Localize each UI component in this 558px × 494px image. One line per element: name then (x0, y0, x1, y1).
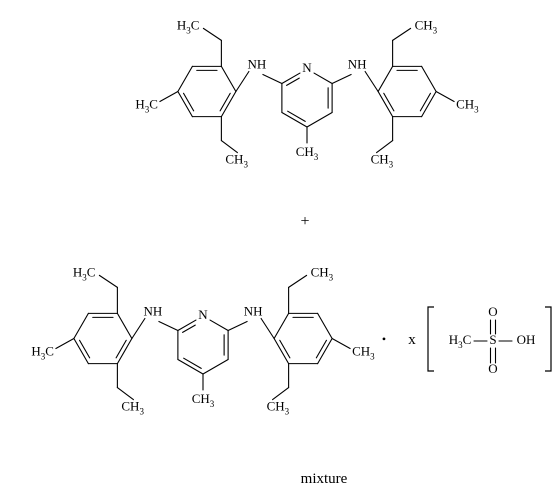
methyl-label: CH3 (121, 399, 144, 417)
bond-line (73, 312, 89, 340)
acid-sulfur-label: S (489, 332, 496, 347)
double-bond-line (315, 339, 328, 359)
double-bond-line (182, 324, 196, 333)
bond-line (158, 320, 179, 332)
bond-line (331, 337, 351, 350)
bond-line (131, 317, 146, 340)
methyl-label: CH3 (296, 144, 319, 162)
methyl-label: H3C (73, 264, 96, 282)
bond-line (377, 65, 394, 93)
bond-line (377, 90, 394, 118)
methyl-label: H3C (177, 17, 200, 35)
bond-line (98, 274, 118, 288)
bond-line (220, 140, 238, 154)
methyl-label: CH3 (267, 399, 290, 417)
bond-line (177, 319, 197, 332)
double-bond-line (115, 339, 127, 359)
bond-line (288, 274, 308, 288)
bond-line (55, 337, 75, 350)
bond-line (177, 90, 193, 118)
bond-line (262, 73, 283, 85)
bond-line (159, 90, 179, 103)
methyl-label: CH3 (456, 96, 479, 114)
bond-line (331, 73, 352, 85)
multiplication-dot: • (382, 332, 386, 346)
bond-line (392, 27, 412, 41)
double-bond-line (182, 92, 195, 112)
amine-nh-label: NH (348, 56, 367, 71)
methyl-label: H3C (135, 96, 158, 114)
bond-line (272, 387, 290, 401)
amine-nh-label: NH (247, 56, 266, 71)
bracket-stroke (427, 306, 434, 372)
bond-line (317, 337, 333, 365)
bond-line (281, 111, 308, 128)
bond-line (116, 312, 133, 340)
acid-oxygen-bottom-label: O (488, 361, 497, 376)
double-bond-line (279, 339, 291, 359)
mixture-caption: mixture (301, 471, 348, 487)
bond-line (73, 337, 89, 365)
bond-line (177, 65, 193, 93)
bond-line (202, 358, 229, 375)
bond-line (421, 65, 437, 93)
bond-line (220, 90, 237, 118)
methyl-label: CH3 (311, 264, 334, 282)
acid-oxygen-top-label: O (488, 304, 497, 319)
bond-line (273, 312, 290, 340)
pyridine-n-label: N (302, 60, 312, 75)
amine-nh-label: NH (143, 303, 162, 318)
bond-line (281, 72, 301, 85)
double-bond-line (219, 92, 231, 112)
bond-line (317, 312, 333, 340)
methyl-label: CH3 (415, 17, 438, 35)
methyl-label: CH3 (192, 391, 215, 409)
amine-nh-label: NH (244, 303, 263, 318)
double-bond-line (383, 92, 395, 112)
bond-line (220, 65, 237, 93)
double-bond-line (286, 77, 300, 86)
bond-line (116, 337, 133, 365)
bond-line (235, 70, 250, 93)
bond-line (364, 70, 379, 93)
right-bracket (545, 306, 552, 372)
double-bond-line (78, 339, 91, 359)
acid-hydroxyl-label: OH (517, 332, 536, 347)
stoichiometry-x: x (408, 332, 416, 348)
left-bracket (427, 306, 434, 372)
methanesulfonic-acid-structure: H3C S OH O O (449, 304, 536, 376)
methyl-label: CH3 (352, 343, 375, 361)
bond-line (313, 72, 333, 85)
bond-line (260, 317, 275, 340)
methyl-label: CH3 (371, 152, 394, 170)
bond-line (177, 358, 204, 375)
methyl-label: H3C (31, 343, 54, 361)
bond-line (227, 320, 248, 332)
bond-line (421, 90, 437, 118)
bond-line (209, 319, 229, 332)
bond-line (435, 90, 455, 103)
bond-line (306, 111, 333, 128)
bond-line (116, 387, 134, 401)
bond-line (376, 140, 394, 154)
plus-sign: + (300, 213, 309, 230)
bond-line (273, 337, 290, 365)
methyl-label: CH3 (225, 152, 248, 170)
bracket-stroke (545, 306, 552, 372)
pyridine-n-label: N (198, 307, 208, 322)
double-bond-line (287, 110, 306, 122)
bond-line (202, 27, 222, 41)
double-bond-line (419, 92, 432, 112)
acid-methyl-label: H3C (449, 332, 472, 350)
double-bond-line (183, 357, 202, 369)
